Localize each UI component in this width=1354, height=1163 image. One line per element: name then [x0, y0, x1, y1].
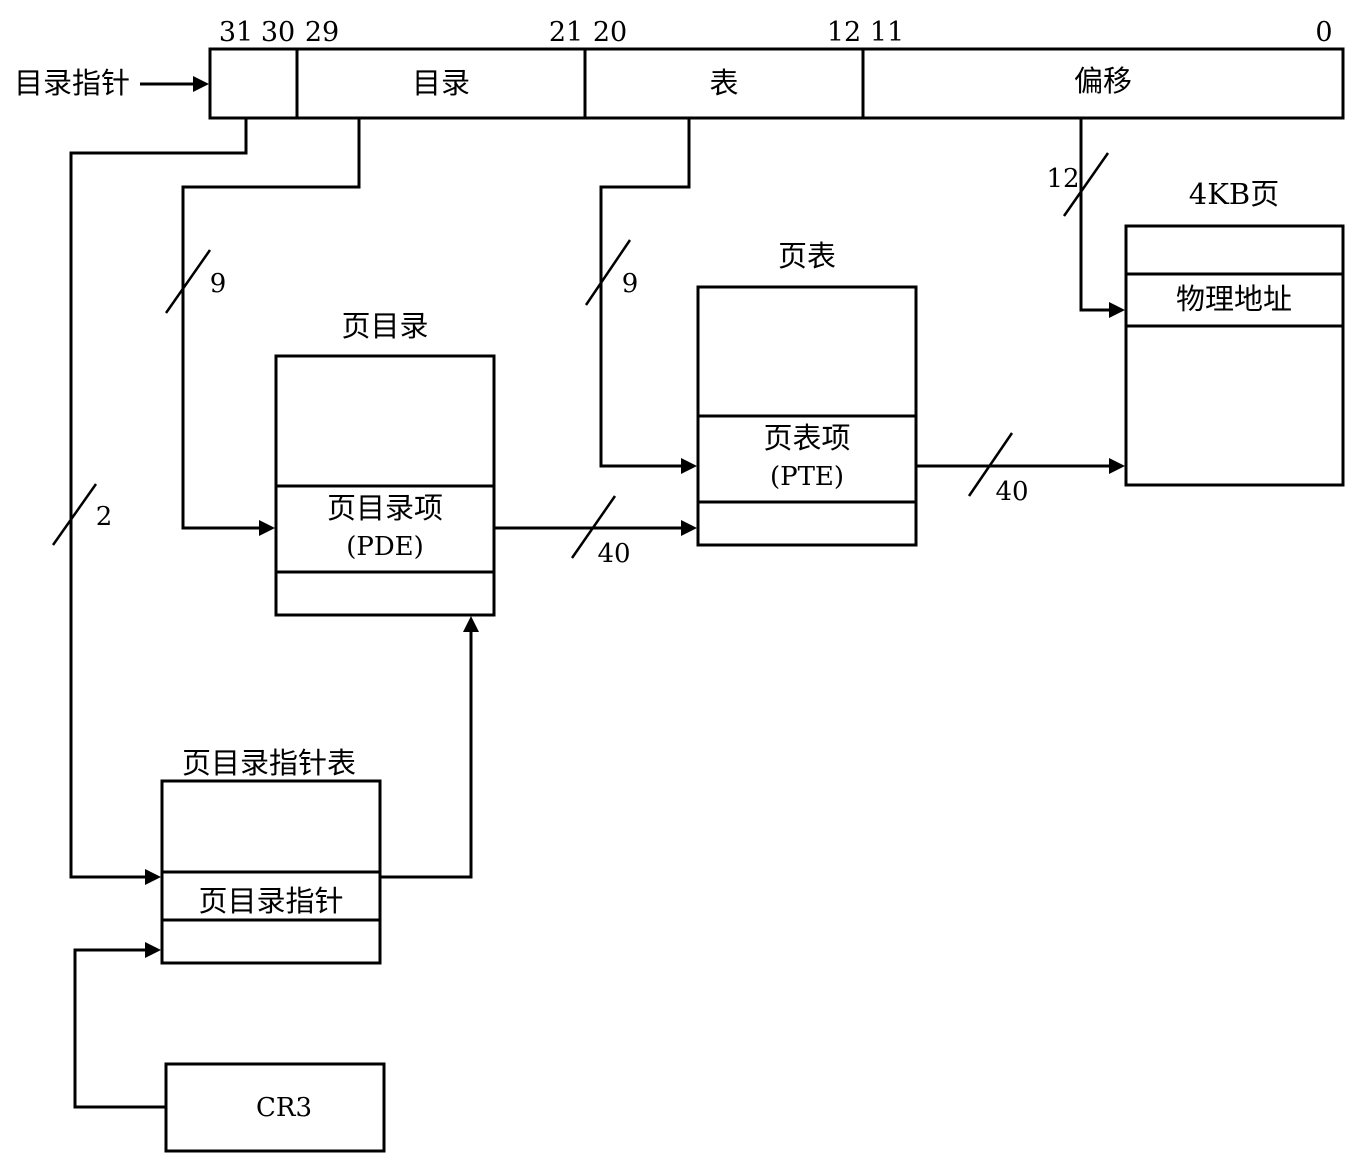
pde-abbrev: (PDE) [346, 532, 424, 562]
pdpt-to-pd-line [380, 630, 473, 879]
arrow-head [145, 942, 161, 958]
cr3-to-pdpt-line [73, 948, 166, 1109]
page-directory-pointer-table: 页目录指针表 页目录指针 [160, 746, 382, 965]
pde-label: 页目录项 [327, 491, 443, 525]
page-4kb: 4KB页 物理地址 [1124, 177, 1345, 487]
bit-label: 21 [549, 17, 583, 48]
arrow-head [681, 458, 697, 474]
arrow-head [681, 520, 697, 536]
cr3-register: CR3 [164, 1062, 386, 1153]
address-register-frame [208, 47, 1345, 120]
page-directory: 页目录 页目录项 (PDE) [274, 309, 496, 617]
pdpt-entry-label: 页目录指针 [198, 884, 343, 918]
pdpt-title: 页目录指针表 [182, 746, 356, 780]
page-title: 4KB页 [1189, 177, 1279, 211]
width-slash [967, 432, 1014, 497]
pointer-arrow-head [193, 76, 209, 92]
bit-label: 29 [305, 17, 339, 48]
bit-label: 30 [261, 17, 295, 48]
page-directory-title: 页目录 [341, 309, 428, 343]
page-table: 页表 页表项 (PTE) [696, 239, 918, 547]
arrow-head [1109, 458, 1125, 474]
width-label: 9 [210, 269, 227, 299]
width-label: 9 [622, 269, 639, 299]
width-label: 40 [995, 477, 1028, 507]
width-slash [570, 495, 617, 559]
field-table: 表 [709, 66, 738, 100]
arrow-head [259, 520, 275, 536]
width-label: 40 [597, 539, 630, 569]
dir-index-line [181, 118, 361, 530]
address-register: 目录 表 偏移 [208, 47, 1345, 120]
field-directory: 目录 [412, 66, 470, 100]
arrow-head [463, 616, 479, 632]
cr3-frame [164, 1062, 386, 1153]
page-frame [1124, 224, 1345, 487]
pte-abbrev: (PTE) [770, 462, 844, 492]
physical-address-label: 物理地址 [1176, 282, 1292, 316]
offset-line [1079, 118, 1112, 312]
pdpt-index-line [69, 118, 248, 879]
bit-label: 20 [593, 17, 627, 48]
field-offset: 偏移 [1074, 64, 1132, 98]
bit-label: 31 [219, 17, 253, 48]
bit-labels: 31 30 29 21 20 12 11 0 [219, 17, 1333, 48]
page-table-title: 页表 [778, 239, 836, 273]
width-slash [164, 249, 212, 314]
arrow-head [145, 869, 161, 885]
width-label: 12 [1046, 164, 1079, 194]
bit-label: 12 [827, 17, 861, 48]
width-slash [1062, 152, 1110, 217]
arrow-head [1109, 302, 1125, 318]
table-index-line [599, 118, 691, 468]
pointer-label: 目录指针 [14, 66, 130, 100]
bit-label: 11 [870, 17, 904, 48]
width-slash [584, 239, 632, 306]
pte-label: 页表项 [763, 421, 850, 455]
width-label: 2 [96, 502, 113, 532]
bit-label: 0 [1315, 17, 1332, 48]
width-slash [51, 483, 98, 546]
cr3-label: CR3 [256, 1093, 312, 1123]
